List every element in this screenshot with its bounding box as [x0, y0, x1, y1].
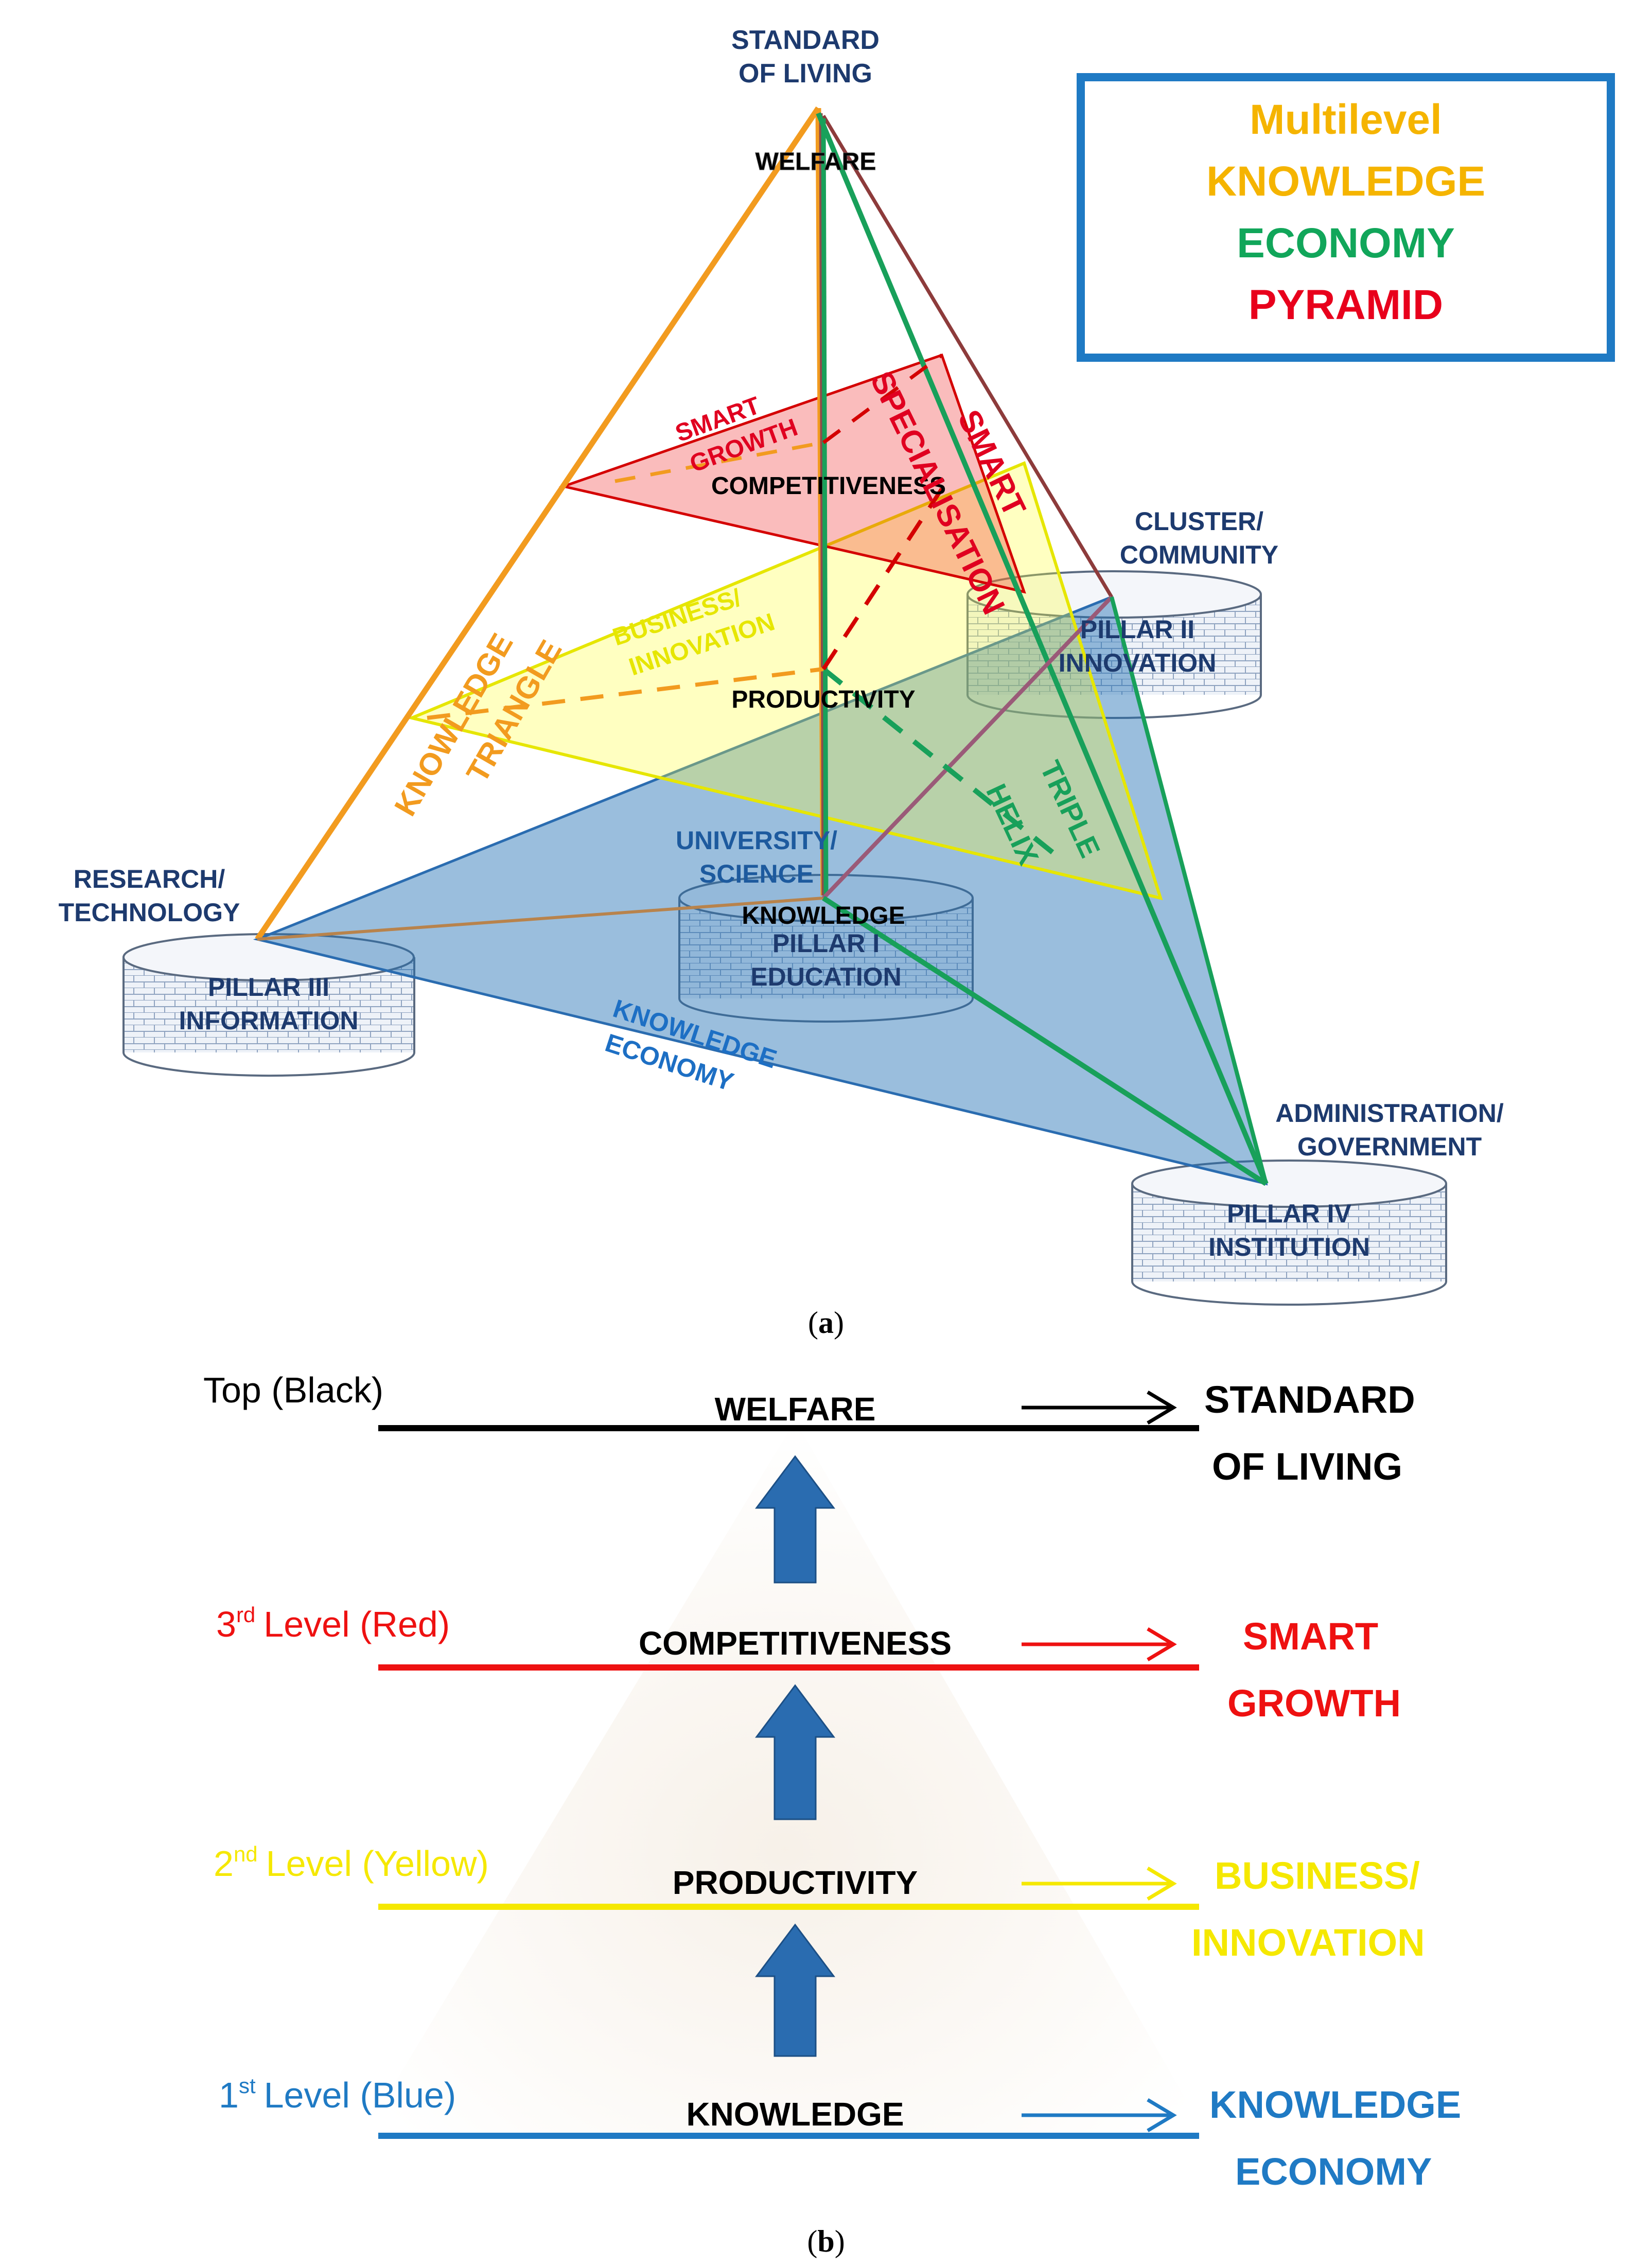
up-arrow-icon [755, 1684, 835, 1820]
title-legend: Multilevel KNOWLEDGE ECONOMY PYRAMID [1077, 73, 1615, 362]
competitiveness-node: COMPETITIVENESS [711, 472, 946, 500]
pillar-cylinder-4 [1131, 1160, 1447, 1306]
pillar-cylinder-2 [966, 570, 1262, 719]
knowledge-node: KNOWLEDGE [742, 902, 905, 929]
productivity-level-node: PRODUCTIVITY [673, 1864, 918, 1901]
cluster-label-1: CLUSTER/ [1135, 507, 1263, 536]
standard-of-living-2: OF LIVING [1212, 1445, 1402, 1488]
university-label-1: UNIVERSITY/ [676, 826, 837, 855]
up-arrow-icon [755, 1455, 835, 1584]
research-label-2: TECHNOLOGY [59, 898, 240, 927]
pillar-4-line-2: INSTITUTION [1208, 1233, 1370, 1261]
productivity-node: PRODUCTIVITY [731, 686, 915, 713]
right-arrow-icon [1022, 1627, 1177, 1662]
legend-line-3: ECONOMY [1237, 220, 1455, 267]
pillar-4-line-1: PILLAR IV [1227, 1199, 1351, 1228]
admin-label-2: GOVERNMENT [1297, 1132, 1482, 1161]
cluster-label-2: COMMUNITY [1120, 540, 1278, 569]
admin-label-1: ADMINISTRATION/ [1275, 1099, 1504, 1128]
up-arrow-icon [755, 1923, 835, 2057]
pillar-3-line-2: INFORMATION [179, 1006, 358, 1035]
research-label-1: RESEARCH/ [74, 865, 225, 893]
business-innovation-1: BUSINESS/ [1215, 1854, 1420, 1897]
competitiveness-level-node: COMPETITIVENESS [639, 1625, 952, 1662]
top-level-label: Top (Black) [203, 1370, 383, 1410]
pillar-1-line-1: PILLAR I [772, 929, 880, 958]
smart-growth-2: GROWTH [1227, 1682, 1401, 1725]
competitiveness-plane [558, 353, 1026, 594]
standard-of-living-1: STANDARD [1204, 1378, 1415, 1421]
apex-title-1: STANDARD [731, 25, 880, 55]
knowledge-economy-2: ECONOMY [1235, 2150, 1432, 2193]
right-arrow-icon [1022, 2098, 1177, 2133]
productivity-plane [407, 461, 1163, 901]
panel-a: Multilevel KNOWLEDGE ECONOMY PYRAMID STA… [59, 25, 1615, 1340]
pillar-1-line-2: EDUCATION [750, 962, 902, 991]
right-arrow-icon [1022, 1866, 1177, 1901]
pillar-3-line-1: PILLAR III [208, 973, 329, 1002]
pillar-cylinder-3 [122, 933, 415, 1077]
caption-a: (a) [808, 1306, 844, 1340]
caption-b: (b) [807, 2224, 845, 2258]
welfare-level-node: WELFARE [715, 1391, 876, 1428]
right-arrow-icon [1022, 1390, 1177, 1425]
knowledge-level-node: KNOWLEDGE [686, 2096, 904, 2133]
pillar-2-line-1: PILLAR II [1080, 615, 1194, 644]
legend-line-2: KNOWLEDGE [1206, 158, 1485, 205]
knowledge-economy-1: KNOWLEDGE [1209, 2083, 1461, 2126]
legend-line-4: PYRAMID [1249, 282, 1443, 328]
pillar-2-line-2: INNOVATION [1059, 648, 1216, 677]
university-label-2: SCIENCE [699, 859, 814, 888]
apex-title-2: OF LIVING [739, 59, 872, 89]
legend-line-1: Multilevel [1250, 96, 1442, 143]
welfare-node: WELFARE [755, 148, 876, 175]
business-innovation-2: INNOVATION [1191, 1921, 1425, 1964]
smart-growth-1: SMART [1243, 1615, 1378, 1658]
